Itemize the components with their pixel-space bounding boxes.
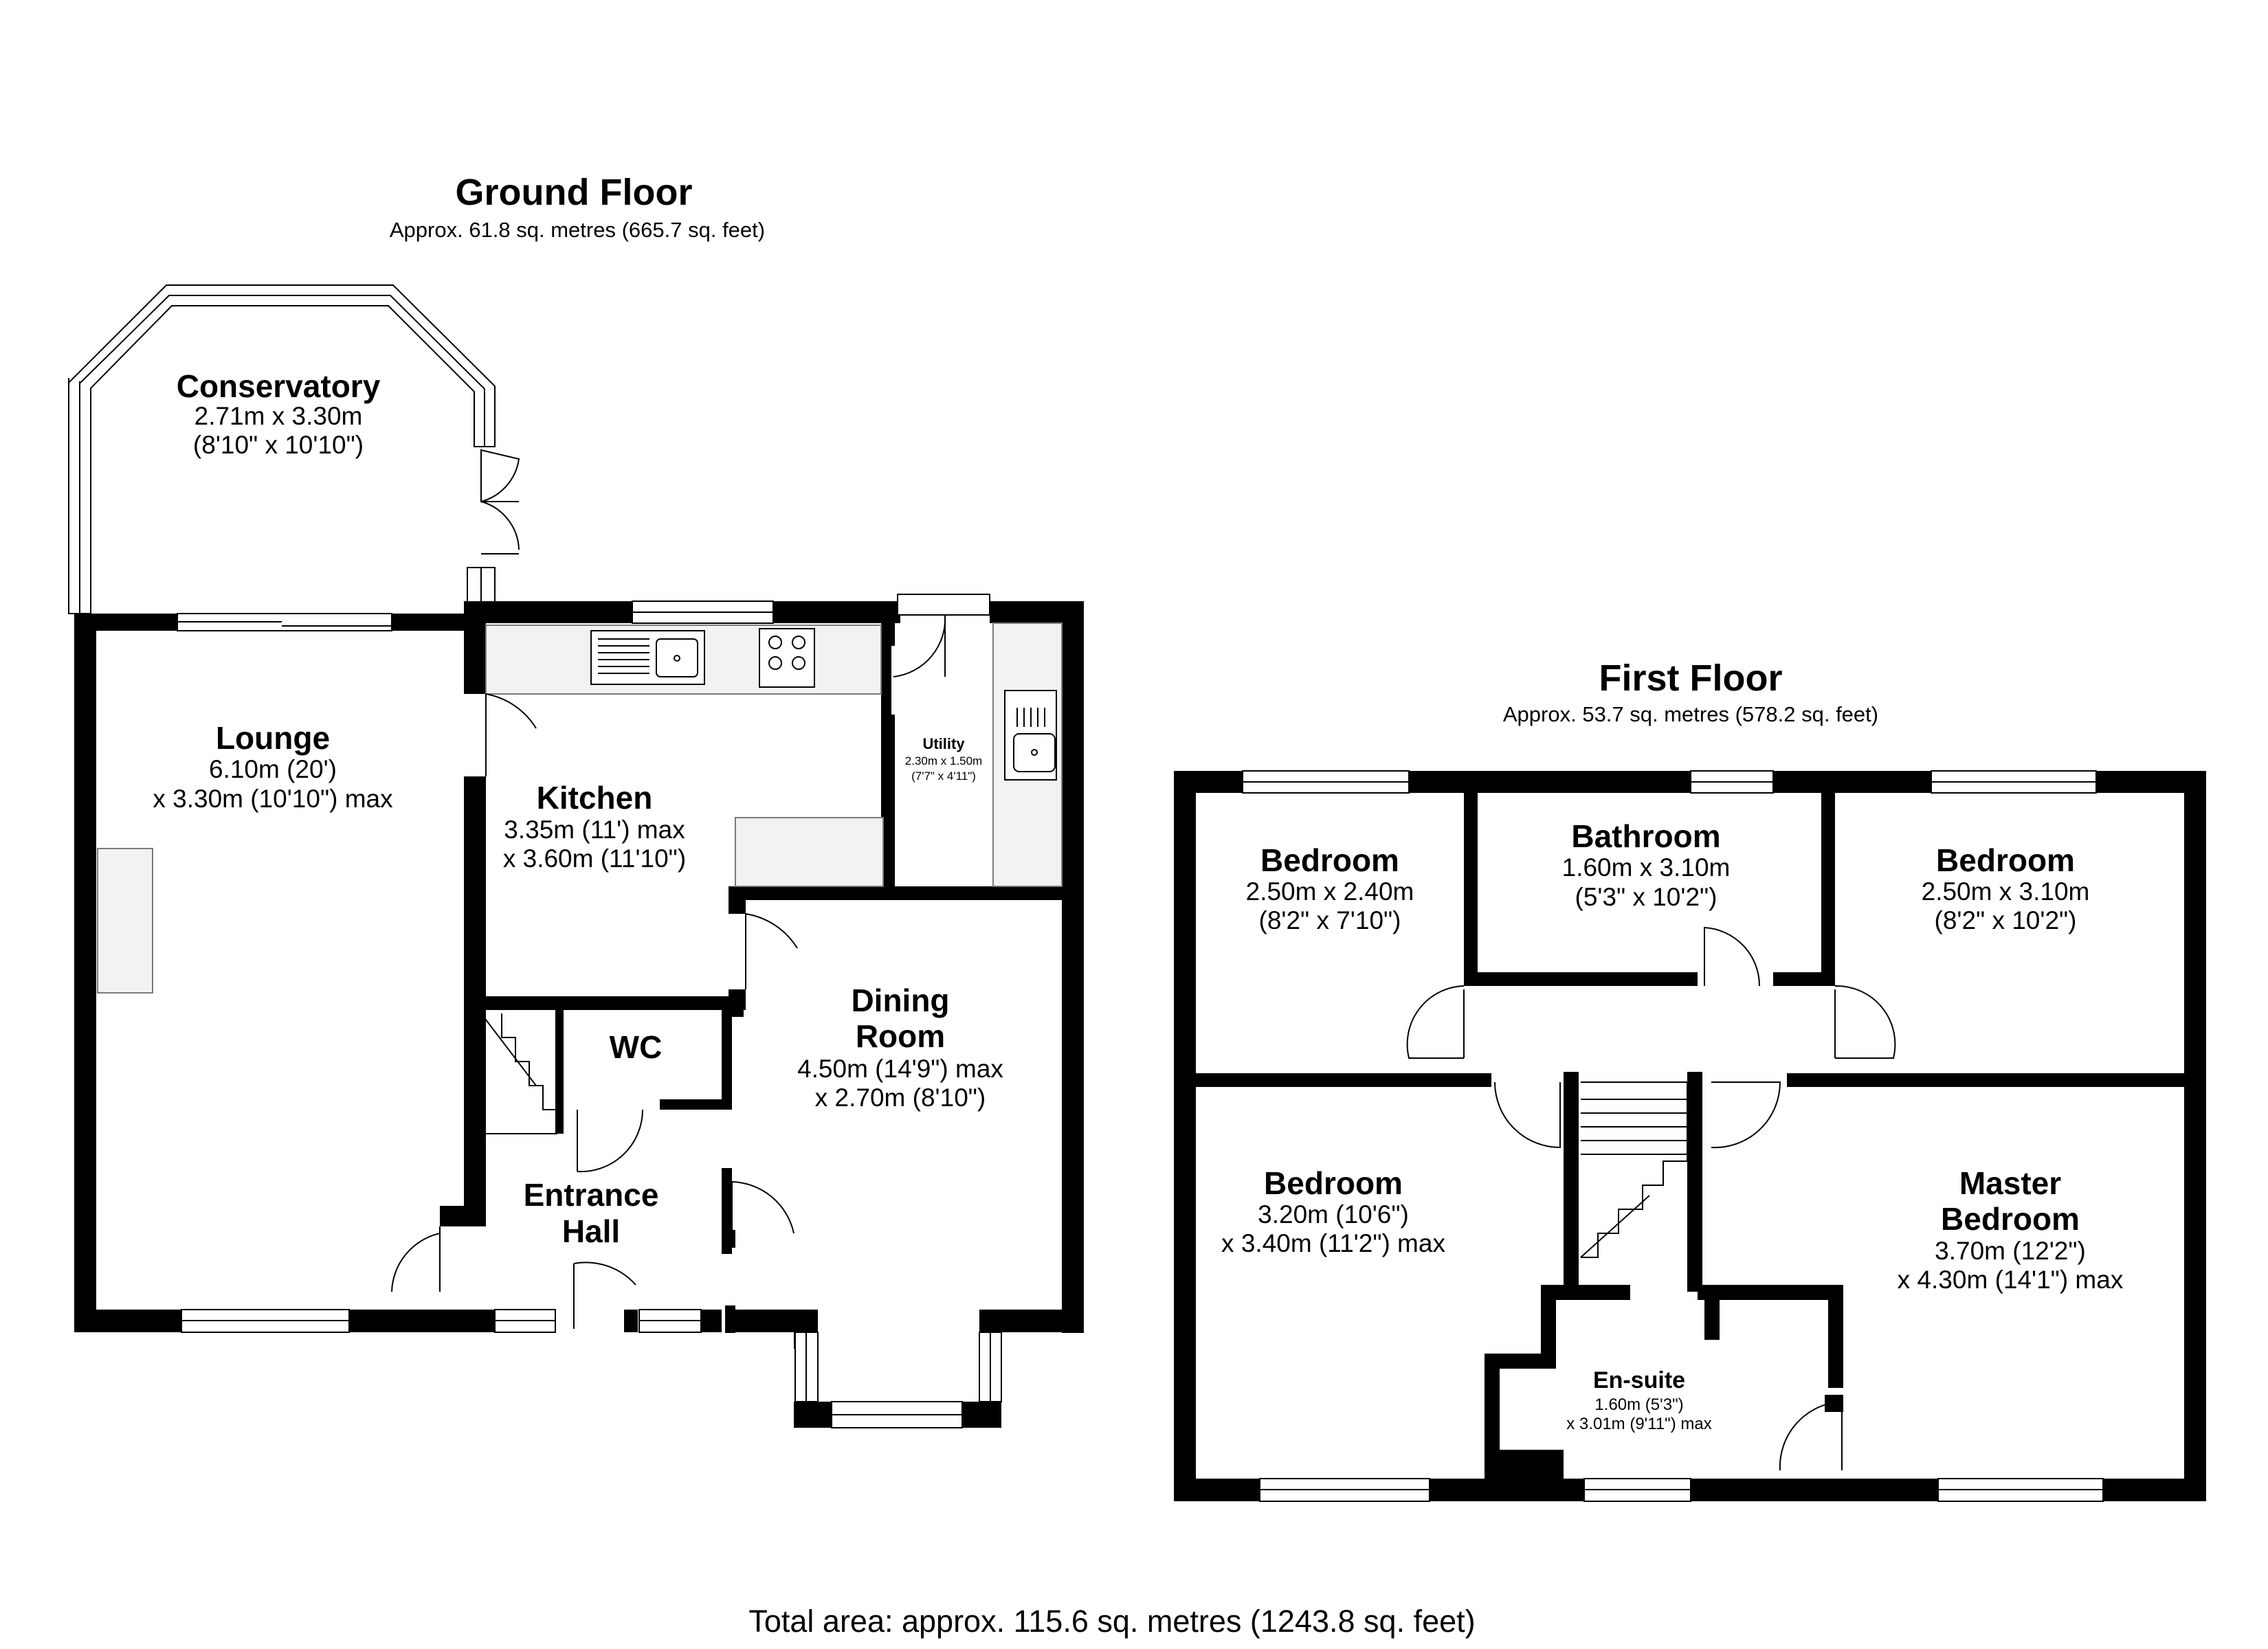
lounge-dim1: 6.10m (20')	[209, 755, 337, 783]
kitchen-dim1: 3.35m (11') max	[504, 816, 685, 844]
bedroom-1-name: Bedroom	[1260, 842, 1399, 878]
first-floor-plan: First Floor Approx. 53.7 sq. metres (578…	[1174, 658, 2206, 1502]
first-floor-labels: First Floor Approx. 53.7 sq. metres (578…	[1221, 658, 2124, 1433]
ensuite-dim1: 1.60m (5'3")	[1594, 1395, 1683, 1414]
ground-floor-plan: Ground Floor Approx. 61.8 sq. metres (66…	[68, 172, 1084, 1428]
bathroom-dim2: (5'3" x 10'2")	[1575, 883, 1717, 911]
first-floor-windows	[1242, 770, 2104, 1502]
first-floor-walls	[1174, 771, 2206, 1501]
ground-floor-windows	[177, 594, 1002, 1428]
bedroom-2-dim1: 2.50m x 3.10m	[1922, 877, 2090, 906]
kitchen-name: Kitchen	[537, 780, 653, 816]
utility-dim2: (7'7" x 4'11")	[911, 770, 976, 783]
total-area: Total area: approx. 115.6 sq. metres (12…	[748, 1604, 1475, 1639]
bedroom-3-dim2: x 3.40m (11'2") max	[1221, 1229, 1445, 1257]
first-floor-doors	[1406, 926, 1896, 1471]
bedroom-3-dim1: 3.20m (10'6")	[1258, 1200, 1409, 1229]
ground-floor-walls	[74, 601, 1084, 1428]
lounge-name: Lounge	[216, 720, 330, 756]
master-bedroom-dim2: x 4.30m (14'1") max	[1898, 1266, 2124, 1294]
entrance-hall-name-line2: Hall	[562, 1213, 620, 1249]
ground-floor-fixtures	[97, 622, 1063, 1134]
master-bedroom-dim1: 3.70m (12'2")	[1935, 1237, 2086, 1265]
bedroom-2-name: Bedroom	[1936, 842, 2075, 878]
conservatory-dim2: (8'10" x 10'10")	[193, 431, 364, 459]
master-bedroom-name-line1: Master	[1959, 1165, 2061, 1201]
master-bedroom-name-line2: Bedroom	[1941, 1201, 2080, 1237]
dining-dim1: 4.50m (14'9") max	[797, 1055, 1003, 1083]
kitchen-dim2: x 3.60m (11'10")	[503, 844, 686, 873]
bedroom-1-dim2: (8'2" x 7'10")	[1259, 906, 1401, 934]
conservatory-french-doors	[480, 449, 520, 554]
lounge-dim2: x 3.30m (10'10") max	[153, 785, 393, 813]
first-floor-stairs	[1580, 1081, 1688, 1258]
conservatory-glazing	[68, 284, 496, 614]
bedroom-1-dim1: 2.50m x 2.40m	[1246, 877, 1414, 906]
bedroom-3-name: Bedroom	[1264, 1165, 1403, 1201]
utility-name: Utility	[922, 735, 965, 752]
first-floor-title: First Floor	[1599, 658, 1783, 699]
ground-floor-area: Approx. 61.8 sq. metres (665.7 sq. feet)	[390, 218, 765, 242]
ground-floor-doors	[391, 614, 946, 1329]
ensuite-dim2: x 3.01m (9'11") max	[1566, 1415, 1711, 1433]
ground-floor-labels: Ground Floor Approx. 61.8 sq. metres (66…	[153, 172, 1003, 1249]
ground-floor-title: Ground Floor	[456, 172, 693, 213]
conservatory-dim1: 2.71m x 3.30m	[194, 402, 363, 430]
entrance-hall-name-line1: Entrance	[524, 1177, 659, 1213]
dining-name-line2: Room	[856, 1018, 945, 1054]
bedroom-2-dim2: (8'2" x 10'2")	[1935, 906, 2077, 934]
dining-dim2: x 2.70m (8'10")	[815, 1084, 986, 1112]
bathroom-dim1: 1.60m x 3.10m	[1562, 853, 1731, 882]
bathroom-name: Bathroom	[1571, 818, 1720, 854]
wc-name: WC	[610, 1029, 663, 1065]
conservatory-name: Conservatory	[177, 368, 381, 404]
utility-dim1: 2.30m x 1.50m	[905, 754, 982, 767]
first-floor-area: Approx. 53.7 sq. metres (578.2 sq. feet)	[1503, 702, 1878, 726]
dining-name-line1: Dining	[851, 983, 949, 1018]
ensuite-name: En-suite	[1593, 1367, 1685, 1393]
